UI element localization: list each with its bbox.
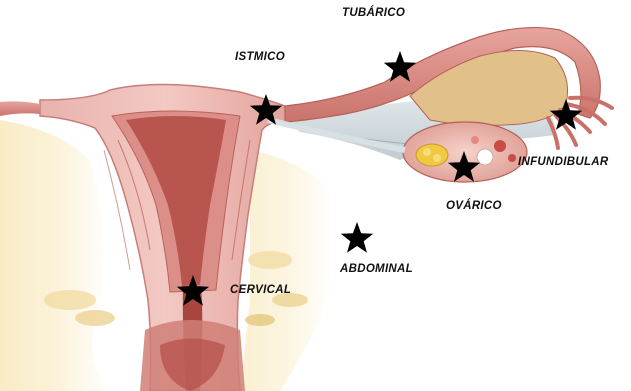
label-tubarico: TUBÁRICO (342, 8, 405, 20)
label-istmico: ISTMICO (235, 52, 285, 64)
label-infundibular: INFUNDIBULAR (518, 157, 608, 169)
label-abdominal: ABDOMINAL (340, 264, 413, 276)
label-ovarico: OVÁRICO (446, 201, 502, 213)
label-cervical: CERVICAL (230, 285, 291, 297)
star-icon-abdominal (341, 222, 373, 253)
left-tube-stub (0, 101, 40, 116)
